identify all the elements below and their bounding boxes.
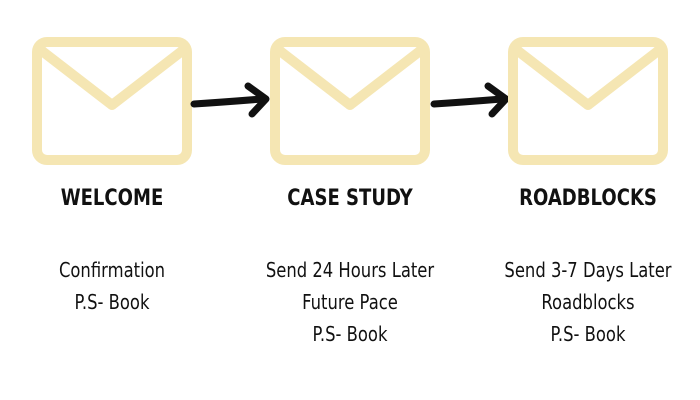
- step-title-roadblocks: ROADBLOCKS: [519, 186, 657, 211]
- step-details-case-study: Send 24 Hours Later Future Pace P.S- Boo…: [252, 254, 449, 350]
- step-detail-line: Roadblocks: [541, 290, 635, 314]
- step-details-welcome: Confirmation P.S- Book: [14, 254, 211, 318]
- step-title-welcome: WELCOME: [60, 186, 164, 211]
- step-detail-line: Send 24 Hours Later: [265, 258, 435, 282]
- envelope-icon: [32, 37, 192, 165]
- step-details-roadblocks: Send 3-7 Days Later Roadblocks P.S- Book: [490, 254, 687, 350]
- step-detail-line: Confirmation: [58, 258, 166, 282]
- step-title-case-study: CASE STUDY: [287, 186, 413, 211]
- step-detail-line: P.S- Book: [74, 290, 150, 314]
- step-detail-line: P.S- Book: [312, 322, 388, 346]
- arrow-right-icon: [190, 82, 270, 118]
- arrow-right-icon: [430, 82, 510, 118]
- step-detail-line: Future Pace: [302, 290, 398, 314]
- step-detail-line: P.S- Book: [550, 322, 626, 346]
- step-detail-line: Send 3-7 Days Later: [504, 258, 672, 282]
- envelope-icon: [270, 37, 430, 165]
- envelope-icon: [508, 37, 668, 165]
